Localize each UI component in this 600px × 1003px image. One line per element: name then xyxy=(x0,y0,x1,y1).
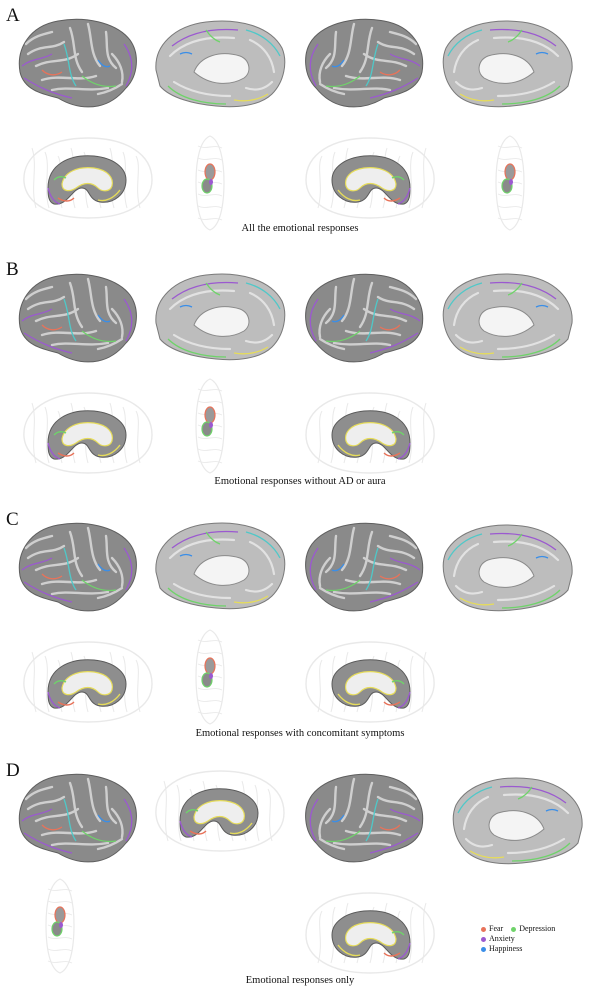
brain-limbic-sagittal-left xyxy=(150,765,290,855)
brain-medial-left xyxy=(150,16,290,116)
legend: Fear Depression Anxiety Happiness xyxy=(481,924,591,954)
brain-lateral-right xyxy=(300,769,430,869)
brain-limbic-sagittal-right xyxy=(300,132,440,222)
panel-caption: Emotional responses with concomitant sym… xyxy=(195,728,405,739)
legend-row: Happiness xyxy=(481,944,591,954)
brain-lateral-right xyxy=(300,14,430,114)
legend-label: Anxiety xyxy=(489,934,515,943)
brain-medial-right xyxy=(438,520,578,620)
legend-row: Anxiety xyxy=(481,934,591,944)
brain-medial-left xyxy=(150,269,290,369)
brain-limbic-sagittal-right xyxy=(300,887,440,977)
legend-item-anxiety: Anxiety xyxy=(481,934,515,944)
panel-d: D Emotional responses only xyxy=(0,757,600,1003)
brain-limbic-coronal-left xyxy=(40,875,80,975)
brain-limbic-sagittal-left xyxy=(18,387,158,477)
brain-lateral-right xyxy=(300,269,430,369)
legend-row: Fear Depression xyxy=(481,924,591,934)
brain-limbic-coronal-left xyxy=(190,375,230,475)
panel-caption: Emotional responses only xyxy=(245,975,355,986)
panel-a: A All the emotional responses xyxy=(0,0,600,245)
brain-limbic-sagittal-left xyxy=(18,636,158,726)
panel-b: B Emotional responses without AD or aura xyxy=(0,255,600,500)
legend-label: Depression xyxy=(519,924,556,933)
brain-limbic-sagittal-right xyxy=(300,387,440,477)
legend-item-fear: Fear xyxy=(481,924,503,934)
panel-caption: Emotional responses without AD or aura xyxy=(214,476,386,487)
panel-letter: C xyxy=(6,509,19,530)
legend-item-depression: Depression xyxy=(511,924,555,934)
brain-lateral-left xyxy=(12,518,142,618)
brain-medial-right xyxy=(448,773,588,873)
brain-limbic-coronal-left xyxy=(190,132,230,232)
brain-limbic-sagittal-left xyxy=(18,132,158,222)
brain-limbic-coronal-left xyxy=(190,626,230,726)
brain-lateral-left xyxy=(12,269,142,369)
panel-letter: D xyxy=(6,760,20,781)
legend-label: Fear xyxy=(489,924,504,933)
legend-label: Happiness xyxy=(489,944,523,953)
brain-medial-left xyxy=(150,518,290,618)
panel-letter: B xyxy=(6,259,19,280)
fear-dot-icon xyxy=(481,926,486,932)
depression-dot-icon xyxy=(511,926,517,932)
legend-item-happiness: Happiness xyxy=(481,944,522,954)
brain-limbic-coronal-right xyxy=(490,132,530,232)
panel-caption: All the emotional responses xyxy=(241,223,359,234)
brain-medial-right xyxy=(438,16,578,116)
brain-limbic-sagittal-right xyxy=(300,636,440,726)
brain-medial-right xyxy=(438,269,578,369)
panel-letter: A xyxy=(6,5,20,26)
anxiety-dot-icon xyxy=(481,936,486,942)
panel-c: C Emotional responses with concomitant s… xyxy=(0,508,600,748)
happiness-dot-icon xyxy=(481,946,486,952)
brain-lateral-left xyxy=(12,14,142,114)
brain-lateral-left xyxy=(12,769,142,869)
brain-lateral-right xyxy=(300,518,430,618)
